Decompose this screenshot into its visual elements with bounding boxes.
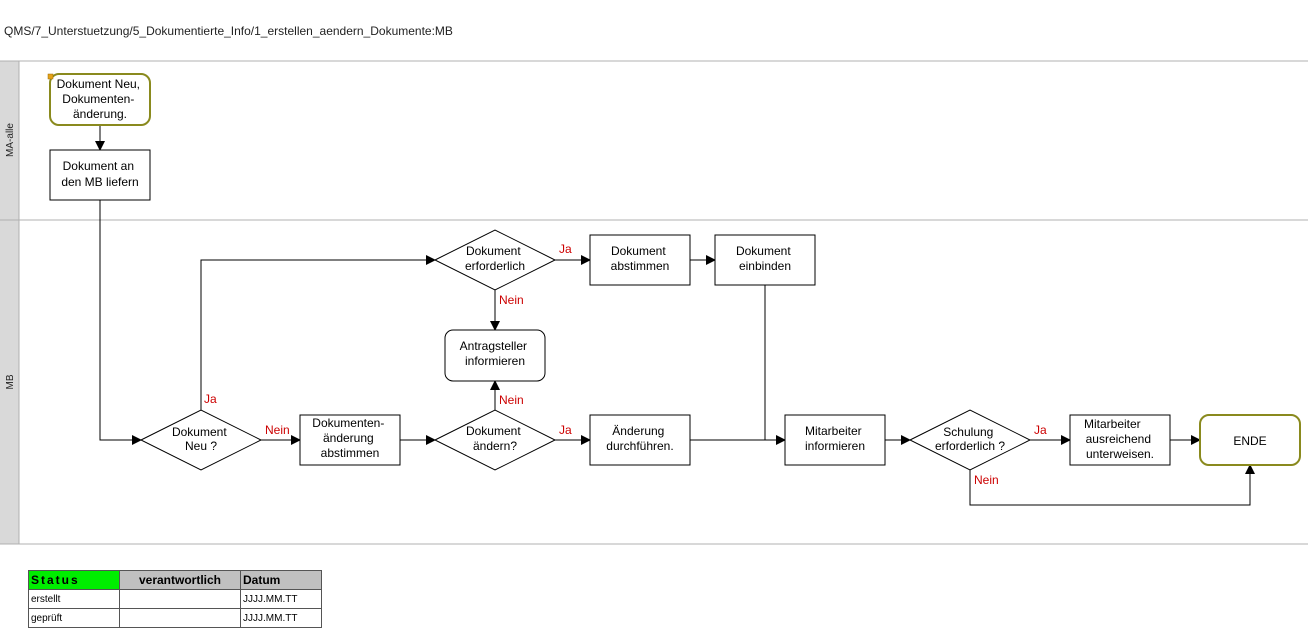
edge-label-yes: Ja <box>204 392 217 406</box>
svg-text:Schulung erforderlich ?: Schulung erforderlich ? <box>935 425 1005 453</box>
svg-text:Dokument ändern?: Dokument ändern? <box>466 424 524 453</box>
svg-text:ENDE: ENDE <box>1233 434 1266 448</box>
svg-text:Dokument erforderlich: Dokument erforderlich <box>465 244 525 273</box>
node-coordinate-change: Dokumenten- änderung abstimmen <box>299 414 401 466</box>
node-perform-change: Änderung durchführen. <box>589 414 691 466</box>
status-cell: erstellt <box>28 589 120 609</box>
lane-label-ma-alle: MA-alle <box>5 123 16 157</box>
responsible-cell <box>119 589 241 609</box>
edge-label-no: Nein <box>499 293 524 307</box>
status-header: Status <box>28 570 120 590</box>
decision-document-required: Dokument erforderlich <box>433 229 557 291</box>
date-cell: JJJJ.MM.TT <box>240 608 322 628</box>
edge-label-no: Nein <box>265 423 290 437</box>
status-cell: geprüft <box>28 608 120 628</box>
svg-text:Antragsteller informiere: Antragsteller informieren <box>460 339 531 368</box>
node-inform-applicant: Antragsteller informieren <box>444 329 546 382</box>
decision-document-new: Dokument Neu ? <box>139 409 263 471</box>
svg-text:Dokument abstimmen: Dokument abstimmen <box>611 244 670 273</box>
svg-text:Mitarbeiter informieren: Mitarbeiter informieren <box>805 424 865 453</box>
decision-training-required: Schulung erforderlich ? <box>908 409 1032 471</box>
svg-text:Dokument Neu ?: Dokument Neu ? <box>172 425 230 453</box>
svg-text:Dokument an den MB liefe: Dokument an den MB liefern <box>61 159 138 189</box>
table-row: erstellt JJJJ.MM.TT <box>28 589 322 609</box>
responsible-header: verantwortlich <box>119 570 241 590</box>
svg-text:Mitarbeiter ausreichend: Mitarbeiter ausreichend unterweisen. <box>1084 417 1154 461</box>
responsible-cell <box>119 608 241 628</box>
date-cell: JJJJ.MM.TT <box>240 589 322 609</box>
date-header: Datum <box>240 570 322 590</box>
node-coordinate-document: Dokument abstimmen <box>589 234 691 286</box>
edge-label-no: Nein <box>974 473 999 487</box>
start-line: Dokumenten- <box>62 92 134 106</box>
table-row: geprüft JJJJ.MM.TT <box>28 608 322 628</box>
edge-label-yes: Ja <box>559 242 572 256</box>
decision-change-document: Dokument ändern? <box>433 409 557 471</box>
node-inform-staff: Mitarbeiter informieren <box>784 414 886 466</box>
lane-label-mb: MB <box>5 374 16 389</box>
start-line: änderung. <box>73 107 127 121</box>
svg-text:Dokument Neu, Dokumenten: Dokument Neu, Dokumenten- änderung. <box>57 77 144 121</box>
status-table: Status verantwortlich Datum erstellt JJJ… <box>28 570 322 628</box>
connectors <box>95 125 1255 506</box>
svg-text:Änderung durchführen.: Änderung durchführen. <box>606 424 673 453</box>
svg-text:Dokumenten- änderung: Dokumenten- änderung abstimmen <box>312 416 387 460</box>
svg-text:Dokument einbinden: Dokument einbinden <box>736 244 794 273</box>
swimlanes: MA-alle MB <box>0 60 1308 545</box>
edge-label-yes: Ja <box>1034 423 1047 437</box>
edge-label-yes: Ja <box>559 423 572 437</box>
node-deliver-document: Dokument an den MB liefern <box>49 149 151 201</box>
node-end: ENDE <box>1199 414 1301 466</box>
node-start: Dokument Neu, Dokumenten- änderung. <box>47 73 151 126</box>
start-line: Dokument Neu, <box>57 77 140 91</box>
node-instruct-staff: Mitarbeiter ausreichend unterweisen. <box>1069 414 1171 466</box>
edge-label-no: Nein <box>499 393 524 407</box>
flowchart: MA-alle MB Dokument Neu, Dokumenten- änd… <box>0 60 1308 545</box>
breadcrumb: QMS/7_Unterstuetzung/5_Dokumentierte_Inf… <box>4 24 453 38</box>
edge-labels: Ja Nein Ja Nein Nein Ja Ja Nein <box>204 242 1047 487</box>
node-integrate-document: Dokument einbinden <box>714 234 816 286</box>
